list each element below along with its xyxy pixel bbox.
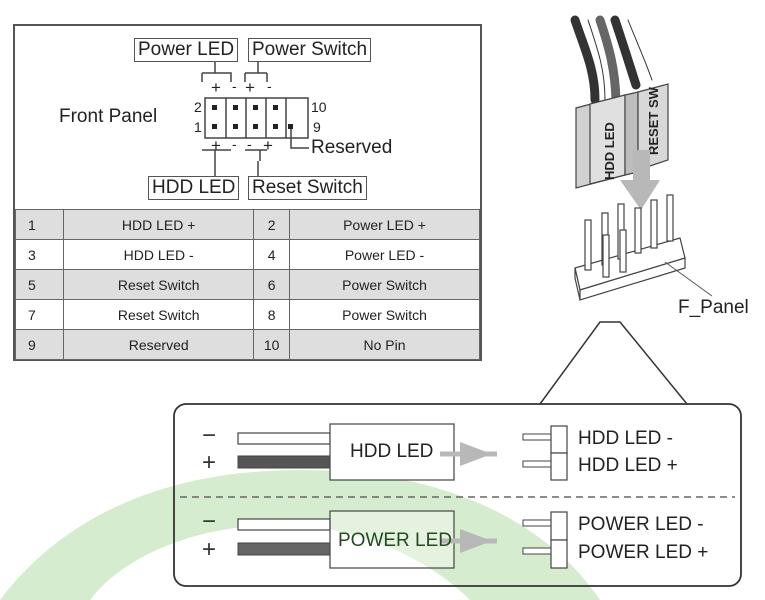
pin-number-cell: 3 [14,239,65,270]
bracket-power-led [201,62,232,82]
pin-description-cell: HDD LED - [63,239,255,270]
f-panel-leader [664,261,713,297]
pin-5 [253,124,258,129]
polarity-top-3: + [245,78,255,97]
pin-number-cell: 2 [253,209,291,240]
pin-9 [288,124,293,129]
minus-sign-power: − [202,508,217,535]
pin-description-cell: Reserved [63,329,255,360]
label-power-switch: Power Switch [248,38,372,62]
wire-dark-2 [610,15,641,90]
front-panel-title: Front Panel [59,106,158,127]
pin-number-cell: 7 [14,299,65,330]
polarity-bottom-4: + [263,136,273,155]
plus-sign-hdd: + [202,449,217,476]
pin-description-cell: Power Switch [289,269,480,300]
pin-3 [233,124,238,129]
connector-box-power [329,510,455,569]
reserved-label: Reserved [311,137,393,158]
connector-illustration: HDD LED RESET SW [570,15,713,301]
pin-7 [273,124,278,129]
connector-label-reset-sw: RESET SW [646,86,661,155]
label-reset-switch: Reset Switch [248,176,367,200]
pin-number-cell: 5 [14,269,65,300]
wire-plus-power [237,542,331,556]
pin-8 [273,105,278,110]
pin-6 [253,105,258,110]
pin-description-cell: Reset Switch [63,299,255,330]
bracket-hdd-led [202,149,231,176]
pin-number-2: 2 [194,99,202,115]
pin-2 [212,105,217,110]
pin-header-diagram [201,62,309,176]
wire-minus-power [237,518,331,531]
pin-number-cell: 9 [14,329,65,360]
pin-number-10: 10 [311,99,327,115]
polarity-top-1: + [211,78,221,97]
minus-sign-hdd: − [202,422,217,449]
bracket-reset-switch [245,149,267,176]
polarity-top-4: - [267,78,272,94]
pin-number-cell: 8 [253,299,291,330]
wire-dark-1 [570,15,600,105]
header-outline [204,97,309,139]
pin-4 [233,105,238,110]
header-pins [584,194,674,278]
pin-description-cell: Reset Switch [63,269,255,300]
connector-label-power: POWER LED [338,530,453,551]
reserved-leader [290,126,309,149]
polarity-bottom-2: - [232,136,237,152]
f-panel-label: F_Panel [678,297,749,318]
wire-gray-1 [595,15,621,105]
pin-description-cell: Power Switch [289,299,480,330]
polarity-top-2: - [232,78,237,94]
plus-sign-power: + [202,536,217,563]
pin-description-cell: No Pin [289,329,480,360]
front-panel-pinout: Front Panel Power LED Power Switch HDD L… [13,24,482,361]
pin-description-cell: HDD LED + [63,209,255,240]
connector-label-hdd: HDD LED [350,441,434,462]
pin-number-1: 1 [194,119,202,135]
label-hdd-led: HDD LED [148,176,240,200]
pin-number-9: 9 [313,119,321,135]
pin-1 [212,124,217,129]
pin-label-hdd-plus: HDD LED + [578,455,678,476]
pin-label-power-minus: POWER LED - [578,514,704,535]
insert-arrow-icon [620,150,660,210]
pin-number-cell: 1 [14,209,65,240]
wire-minus-hdd [237,432,331,445]
polarity-bottom-3: - [247,136,252,152]
pin-label-power-plus: POWER LED + [578,542,709,563]
bracket-power-switch [244,62,268,82]
pin-label-hdd-minus: HDD LED - [578,428,674,449]
connector-label-hdd-led: HDD LED [602,122,617,180]
label-power-led: Power LED [134,38,239,62]
wire-plus-hdd [237,455,331,469]
pin-number-cell: 10 [253,329,291,360]
pin-number-cell: 6 [253,269,291,300]
pin-number-cell: 4 [253,239,291,270]
pin-description-cell: Power LED - [289,239,480,270]
polarity-bottom-1: + [211,136,221,155]
